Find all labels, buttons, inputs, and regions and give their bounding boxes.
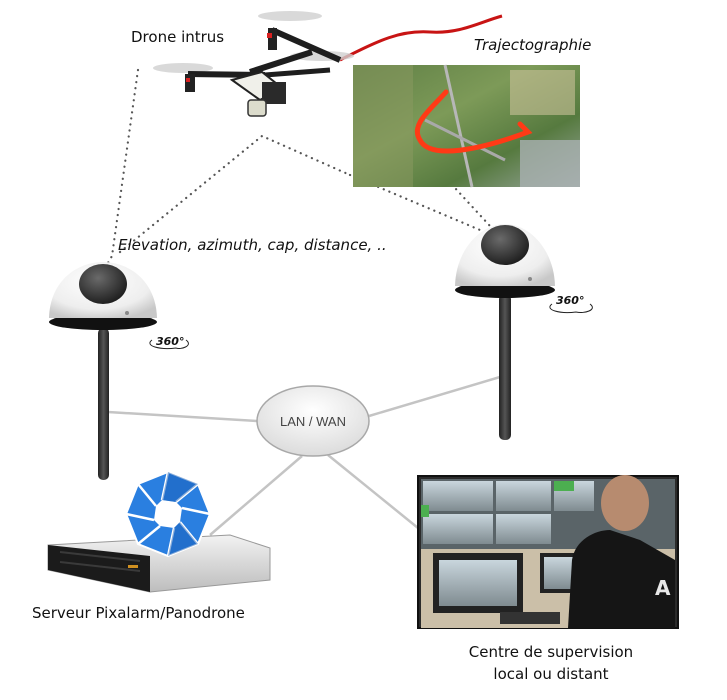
left-camera-pole — [98, 328, 109, 480]
link-supervision — [327, 454, 419, 529]
left-camera-rotation-badge: 360° — [149, 335, 189, 349]
network-label: LAN / WAN — [280, 414, 346, 429]
drone-label: Drone intrus — [131, 28, 225, 46]
trajectory-path-on-map — [414, 89, 533, 154]
network-links — [107, 375, 501, 536]
right-camera-rotation-label: 360° — [556, 294, 584, 307]
server-image — [47, 534, 271, 593]
right-camera-pole — [499, 294, 511, 440]
link-right-camera — [368, 375, 501, 418]
right-camera-rotation-badge: 360° — [549, 294, 593, 313]
link-left-camera — [107, 410, 258, 423]
trajectory-line — [339, 14, 503, 62]
supervision-label-line2: local ou distant — [493, 665, 609, 683]
supervision-centre-image: A — [417, 475, 679, 629]
server-label: Serveur Pixalarm/Panodrone — [32, 604, 245, 622]
trajectory-map — [353, 64, 580, 188]
sight-line-left-to-map — [118, 134, 352, 254]
measurements-label: Elevation, azimuth, cap, distance, .. — [118, 236, 387, 254]
supervision-label: Centre de supervision local ou distant — [420, 641, 682, 685]
network-node: LAN / WAN — [256, 385, 370, 457]
right-dome-camera — [455, 224, 555, 440]
pixalarm-logo — [124, 470, 212, 558]
link-server — [209, 455, 303, 536]
left-camera-rotation-label: 360° — [156, 335, 184, 348]
left-dome-camera — [49, 262, 157, 480]
trajectory-label: Trajectographie — [474, 36, 592, 54]
svg-text:A: A — [655, 576, 671, 600]
supervision-label-line1: Centre de supervision — [468, 643, 634, 661]
drone-image — [153, 11, 354, 117]
